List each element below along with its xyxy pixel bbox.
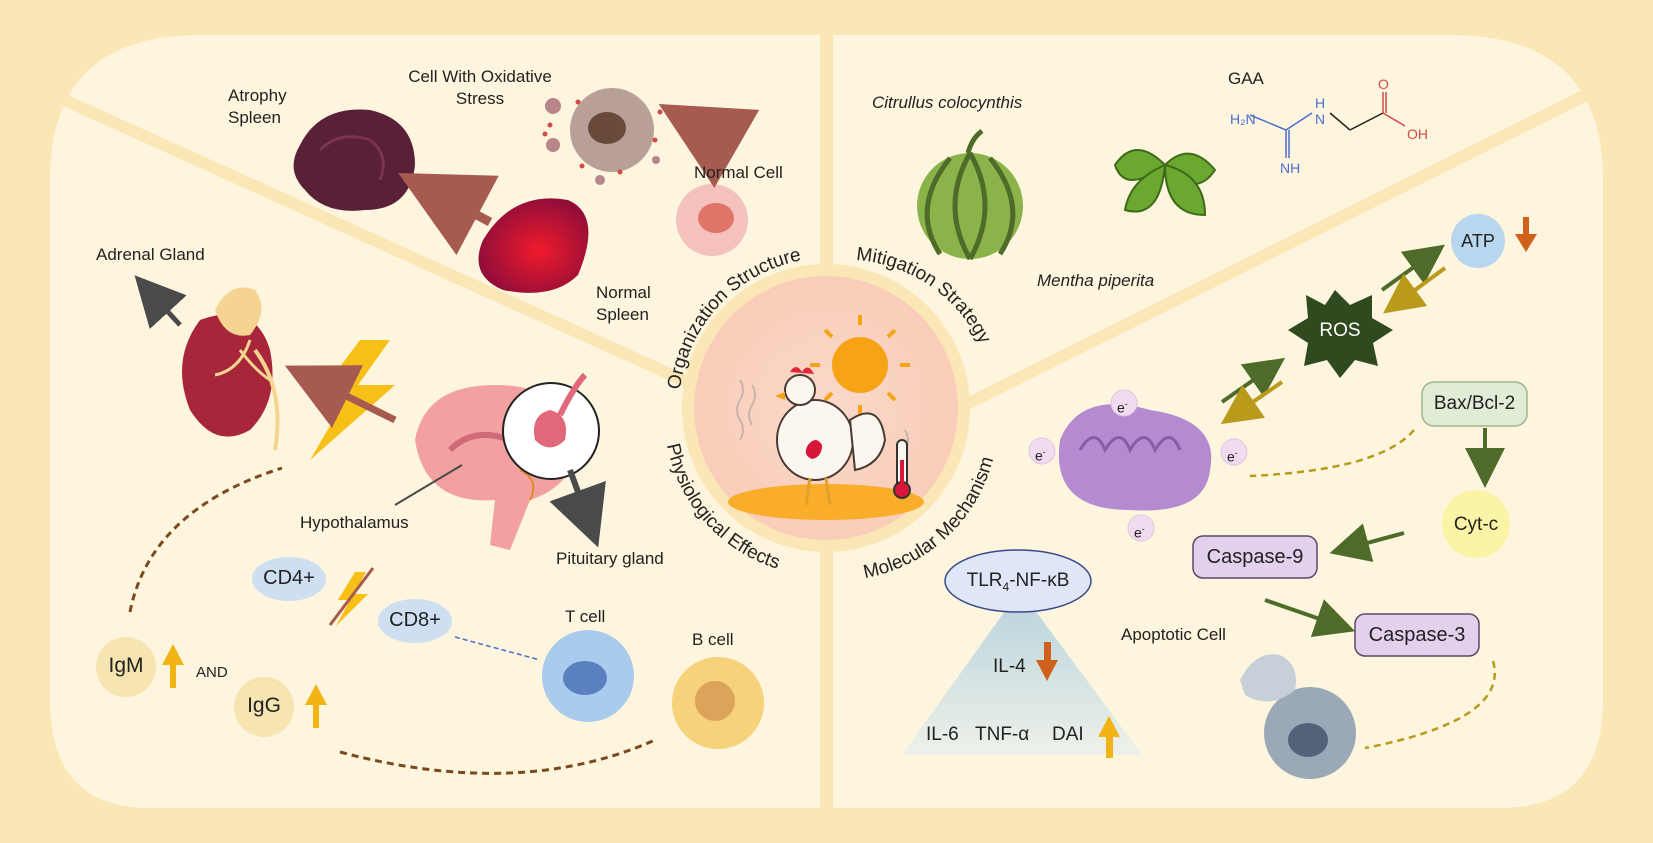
adrenal-gland-icon	[182, 287, 280, 451]
atrophy-spleen-label: Atrophy Spleen	[228, 86, 287, 127]
tlr4-nfkb-node	[944, 549, 1092, 613]
atp-node	[1451, 214, 1505, 268]
feedback-dashed-bottom	[339, 738, 656, 775]
gaa-nh-label: NH	[1280, 160, 1300, 176]
tnf-label: TNF-α	[975, 724, 1030, 745]
bax-bcl2-box	[1421, 381, 1528, 427]
normal-spleen-icon	[478, 198, 589, 293]
b-cell-label: B cell	[692, 630, 734, 649]
igg-label: IgG	[247, 694, 281, 717]
and-label: AND	[196, 664, 228, 681]
small-lightning-icon	[336, 572, 368, 626]
gaa-oh-label: OH	[1407, 126, 1428, 142]
oxidative-cell-icon	[542, 88, 663, 185]
apoptotic-cell-icon	[1240, 654, 1356, 779]
gaa-n-label: N	[1315, 111, 1325, 127]
hypothalamus-label: Hypothalamus	[300, 513, 409, 532]
caspase-3-label: Caspase-3	[1368, 624, 1466, 646]
pituitary-gland-label: Pituitary gland	[556, 549, 664, 568]
caspase-9-box	[1192, 535, 1318, 579]
electron-bubbles	[1028, 389, 1248, 542]
normal-cell-label: Normal Cell	[694, 163, 783, 182]
tlr4-nfkb-label: TLR4-NF-κB	[966, 570, 1070, 594]
pituitary-zoom-icon	[502, 372, 600, 480]
arrow-up-icon	[162, 644, 327, 728]
igm-label: IgM	[108, 654, 144, 677]
gaa-label: GAA	[1228, 69, 1264, 88]
gaa-h-label: H	[1315, 95, 1325, 111]
bax-bcl2-label: Bax/Bcl-2	[1433, 393, 1516, 414]
cytokine-pyramid	[902, 590, 1142, 755]
il6-label: IL-6	[926, 724, 959, 745]
caspase-3-box	[1354, 613, 1480, 657]
il4-down-arrow	[1036, 642, 1058, 681]
ros-label: ROS	[1319, 320, 1361, 341]
igg-badge	[234, 677, 294, 737]
cd4-cell	[252, 557, 326, 601]
cd4-label: CD4+	[263, 567, 315, 589]
dai-label: DAI	[1052, 724, 1084, 745]
il4-label: IL-4	[993, 656, 1026, 677]
t-cell-icon	[542, 630, 634, 722]
chicken-icon	[775, 367, 887, 506]
gaa-structure	[1249, 92, 1406, 158]
adrenal-gland-label: Adrenal Gland	[96, 245, 205, 264]
caspase-9-label: Caspase-9	[1206, 546, 1304, 568]
electron-label: e-	[1134, 524, 1145, 541]
mentha-label: Mentha piperita	[1037, 271, 1155, 290]
cyt-c-label: Cyt-c	[1453, 514, 1499, 535]
sun-icon	[810, 315, 910, 415]
normal-spleen-label: Normal Spleen	[596, 283, 651, 324]
thermometer-icon	[893, 439, 911, 499]
apoptotic-cell-label: Apoptotic Cell	[1121, 625, 1226, 644]
cd8-cell	[378, 599, 452, 643]
cd8-label: CD8+	[389, 609, 441, 631]
dai-up-arrow	[1098, 716, 1120, 758]
electron-label: e-	[1117, 399, 1128, 416]
t-cell-label: T cell	[565, 607, 606, 626]
oxidative-cell-label: Cell With Oxidative Stress	[408, 67, 552, 108]
electron-label: e-	[1227, 448, 1238, 465]
citrullus-label: Citrullus colocynthis	[872, 93, 1023, 112]
watermelon-icon	[917, 128, 1023, 261]
feedback-dashed-left	[128, 466, 283, 613]
gaa-h2n-label: H₂N	[1230, 111, 1256, 127]
cyt-c-node	[1442, 490, 1510, 558]
gaa-o-label: O	[1378, 76, 1389, 92]
mint-leaf-icon	[1113, 149, 1217, 217]
atrophy-spleen-icon	[293, 109, 415, 211]
ros-starburst	[1288, 290, 1393, 378]
electron-label: e-	[1035, 447, 1046, 464]
igm-badge	[96, 637, 156, 697]
arrow-down-icon	[1515, 217, 1537, 252]
atp-label: ATP	[1461, 231, 1495, 251]
mitochondria-icon	[1058, 404, 1212, 511]
b-cell-icon	[672, 657, 764, 749]
normal-cell-icon	[676, 184, 748, 256]
